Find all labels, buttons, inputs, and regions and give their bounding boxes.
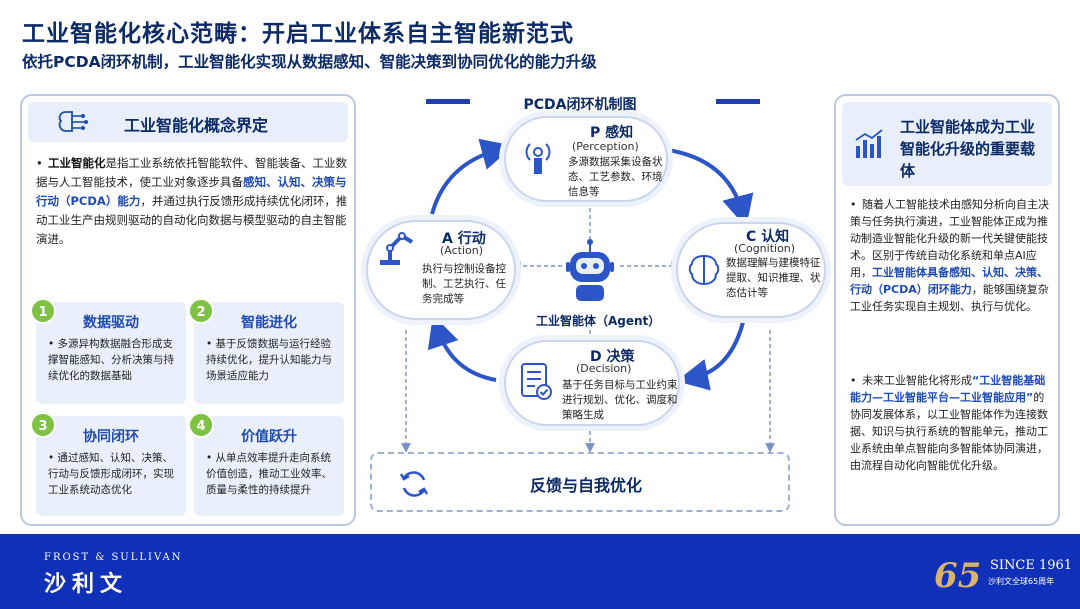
concept-definition: •工业智能化是指工业系统依托智能软件、智能装备、工业数据与人工智能技术，使工业对…	[36, 156, 348, 246]
feature-card-number: 1	[30, 298, 56, 324]
feature-card-number: 4	[188, 412, 214, 438]
feature-card-title: 协同闭环	[83, 429, 139, 445]
feature-card-title: 价值跃升	[241, 429, 297, 445]
cognition-title: C 认知	[746, 229, 790, 245]
cognition-text: 数据理解与建模特征提取、知识推理、状态估计等	[726, 257, 821, 299]
agent-carrier-para-1: •随着人工智能技术由感知分析向自主决策与任务执行演进，工业智能体正成为推动制造业…	[850, 198, 1049, 313]
page-title: 工业智能化核心范畴：开启工业体系自主智能新范式	[22, 21, 574, 47]
brain-icon	[688, 254, 720, 286]
perception-title: P 感知	[590, 125, 634, 141]
perception-text: 多源数据采集设备状态、工艺参数、环境信息等	[568, 156, 663, 198]
checklist-icon	[521, 363, 552, 400]
feature-card-evolution: 2 智能进化 • 基于反馈数据与运行经验持续优化，提升认知能力与场景适应能力	[188, 298, 344, 404]
feature-card-text: • 多源异构数据融合形成支撑智能感知、分析决策与持续优化的数据基础	[48, 338, 174, 382]
node-decision: D 决策 (Decision) 基于任务目标与工业约束进行规划、优化、调度和策略…	[504, 340, 680, 426]
brain-circuit-icon	[58, 111, 88, 132]
feature-card-number: 2	[188, 298, 214, 324]
definition-highlight: 感知、认知、决策与行动（PCDA）能力	[36, 175, 347, 208]
anniversary-text: 沙利文全球65周年	[988, 577, 1055, 586]
feature-card-data-driven: 1 数据驱动 • 多源异构数据融合形成支撑智能感知、分析决策与持续优化的数据基础	[30, 298, 186, 404]
frost-sullivan-cn-logo: 沙利文	[44, 572, 129, 597]
concept-panel-title: 工业智能化概念界定	[124, 116, 269, 135]
node-cognition: C 认知 (Cognition) 数据理解与建模特征提取、知识推理、状态估计等	[676, 222, 826, 318]
decor-bar	[716, 99, 760, 104]
feature-card-number: 3	[30, 412, 56, 438]
arrow-d-to-a	[427, 314, 497, 382]
anniversary-number: 65	[934, 556, 982, 596]
frost-sullivan-logo: FROST & SULLIVAN	[44, 552, 183, 563]
arrow-c-to-d	[676, 317, 746, 391]
action-title: A 行动	[442, 231, 486, 247]
arrow-a-to-p	[430, 138, 514, 215]
decision-title: D 决策	[590, 349, 635, 365]
agent-carrier-title: 工业智能体成为工业智能化升级的重要载体	[900, 118, 1036, 180]
agent-carrier-para-2: •未来工业智能化将形成“工业智能基础能力—工业智能平台—工业智能应用”的协同发展…	[850, 374, 1048, 472]
feature-card-text: • 从单点效率提升走向系统价值创造，推动工业效率、质量与柔性的持续提升	[206, 452, 332, 496]
decor-bar	[426, 99, 470, 104]
node-action: A 行动 (Action) 执行与控制设备控制、工艺执行、任务完成等	[366, 220, 516, 320]
definition-part2: ，并通过执行反馈形成持续优化闭环，推动工业生产由规则驱动的自动化向数据与模型驱动…	[36, 194, 348, 246]
agent-label: 工业智能体（Agent）	[536, 314, 661, 328]
feature-card-text: • 基于反馈数据与运行经验持续优化，提升认知能力与场景适应能力	[206, 338, 332, 382]
definition-term: 工业智能化	[48, 156, 106, 170]
concept-panel: 工业智能化概念界定 •工业智能化是指工业系统依托智能软件、智能装备、工业数据与人…	[20, 94, 356, 526]
robot-arm-icon	[380, 232, 414, 265]
feature-card-title: 智能进化	[241, 315, 297, 331]
feature-card-text: • 通过感知、认知、决策、行动与反馈形成闭环，实现工业系统动态优化	[48, 452, 174, 496]
page-subtitle: 依托PCDA闭环机制，工业智能化实现从数据感知、智能决策到协同优化的能力升级	[22, 53, 597, 71]
footer-banner: FROST & SULLIVAN 沙利文 65 SINCE 1961 沙利文全球…	[0, 534, 1080, 609]
node-perception: P 感知 (Perception) 多源数据采集设备状态、工艺参数、环境信息等	[504, 116, 668, 202]
action-text: 执行与控制设备控制、工艺执行、任务完成等	[422, 263, 506, 305]
arrow-p-to-c	[667, 148, 754, 228]
feature-card-closed-loop: 3 协同闭环 • 通过感知、认知、决策、行动与反馈形成闭环，实现工业系统动态优化	[30, 412, 186, 516]
bar-chart-icon	[855, 129, 883, 158]
definition-part1: 是指工业系统依托智能软件、智能装备、工业数据与人工智能技术，使工业对象逐步具备	[36, 156, 347, 189]
decision-text: 基于任务目标与工业约束进行规划、优化、调度和策略生成	[562, 379, 678, 421]
anniversary-since: SINCE 1961	[990, 558, 1073, 573]
refresh-icon	[399, 471, 429, 497]
feature-card-value: 4 价值跃升 • 从单点效率提升走向系统价值创造，推动工业效率、质量与柔性的持续…	[188, 412, 344, 516]
feature-card-title: 数据驱动	[83, 315, 139, 331]
feedback-box: 反馈与自我优化	[370, 452, 790, 512]
feedback-label: 反馈与自我优化	[530, 476, 643, 495]
antenna-sensor-icon	[525, 143, 551, 174]
pcda-diagram-title: PCDA闭环机制图	[523, 97, 637, 113]
agent-carrier-header: 工业智能体成为工业智能化升级的重要载体	[842, 102, 1052, 186]
cognition-subtitle: (Cognition)	[734, 242, 796, 255]
action-subtitle: (Action)	[440, 244, 484, 257]
decision-subtitle: (Decision)	[576, 362, 632, 375]
robot-agent-icon	[566, 239, 614, 301]
concept-panel-header: 工业智能化概念界定	[28, 102, 348, 142]
perception-subtitle: (Perception)	[572, 140, 639, 153]
agent-carrier-panel: 工业智能体成为工业智能化升级的重要载体 •随着人工智能技术由感知分析向自主决策与…	[834, 94, 1060, 526]
